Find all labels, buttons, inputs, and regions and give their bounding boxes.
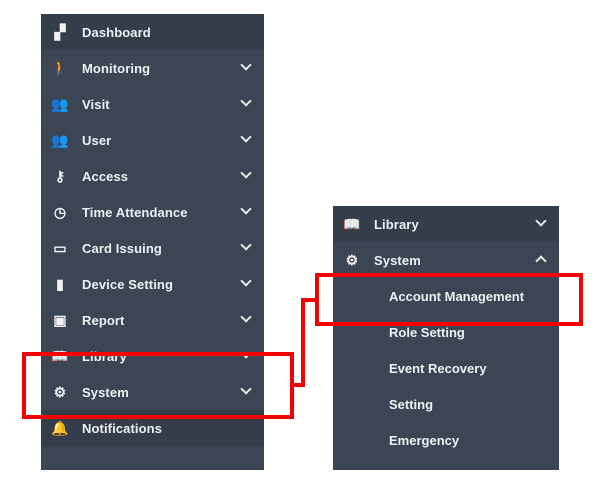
chevron-down-icon bbox=[240, 203, 252, 215]
submenu-setting[interactable]: Setting bbox=[389, 396, 434, 412]
clock-icon: ◷ bbox=[53, 203, 67, 220]
sidebar-item-report[interactable]: ▣Report bbox=[41, 302, 264, 338]
highlight-box-account-management bbox=[315, 273, 583, 326]
bell-icon: 🔔 bbox=[51, 419, 69, 436]
gear-icon: ⚙ bbox=[53, 383, 67, 400]
chevron-down-icon bbox=[240, 95, 252, 107]
dashboard-icon: ▞ bbox=[54, 23, 66, 40]
chevron-down-icon bbox=[240, 275, 252, 287]
sidebar-item-card-issuing[interactable]: ▭Card Issuing bbox=[41, 230, 264, 266]
gear-icon: ⚙ bbox=[345, 251, 359, 268]
card-icon: ▭ bbox=[53, 239, 67, 256]
sidebar-item-access[interactable]: ⚷Access bbox=[41, 158, 264, 194]
connector-line bbox=[301, 298, 305, 387]
chevron-up-icon bbox=[535, 255, 547, 267]
chevron-down-icon bbox=[240, 131, 252, 143]
connector-line bbox=[301, 298, 316, 302]
sidebar-expanded: 📖Library ⚙System Account Management Role… bbox=[333, 206, 559, 470]
sidebar-item-library[interactable]: 📖Library bbox=[333, 206, 559, 242]
sidebar-item-time-attendance[interactable]: ◷Time Attendance bbox=[41, 194, 264, 230]
sidebar-item-system[interactable]: ⚙System bbox=[41, 374, 264, 410]
people-icon: 👥 bbox=[51, 95, 69, 112]
submenu-emergency[interactable]: Emergency bbox=[389, 432, 460, 448]
sidebar-item-user[interactable]: 👥User bbox=[41, 122, 264, 158]
sidebar-item-system[interactable]: ⚙System bbox=[333, 242, 559, 278]
chevron-down-icon bbox=[240, 59, 252, 71]
book-icon: 📖 bbox=[343, 215, 361, 232]
report-icon: ▣ bbox=[53, 311, 67, 328]
submenu-role-setting[interactable]: Role Setting bbox=[389, 324, 465, 340]
submenu-account-management[interactable]: Account Management bbox=[389, 288, 525, 304]
submenu-email-template[interactable]: Email Template bbox=[333, 458, 559, 471]
door-icon: ▮ bbox=[56, 275, 64, 292]
sidebar-item-dashboard[interactable]: ▞Dashboard bbox=[41, 14, 264, 50]
key-icon: ⚷ bbox=[54, 167, 66, 184]
submenu-event-recovery[interactable]: Event Recovery bbox=[389, 360, 487, 376]
sidebar-item-visit[interactable]: 👥Visit bbox=[41, 86, 264, 122]
connector-line bbox=[293, 383, 304, 387]
sidebar-item-monitoring[interactable]: 🚶Monitoring bbox=[41, 50, 264, 86]
chevron-down-icon bbox=[535, 215, 547, 227]
walking-person-icon: 🚶 bbox=[51, 59, 69, 76]
sidebar-item-device-setting[interactable]: ▮Device Setting bbox=[41, 266, 264, 302]
highlight-box-system bbox=[22, 352, 294, 419]
chevron-down-icon bbox=[240, 311, 252, 323]
chevron-down-icon bbox=[240, 239, 252, 251]
chevron-down-icon bbox=[240, 167, 252, 179]
people-icon: 👥 bbox=[51, 131, 69, 148]
